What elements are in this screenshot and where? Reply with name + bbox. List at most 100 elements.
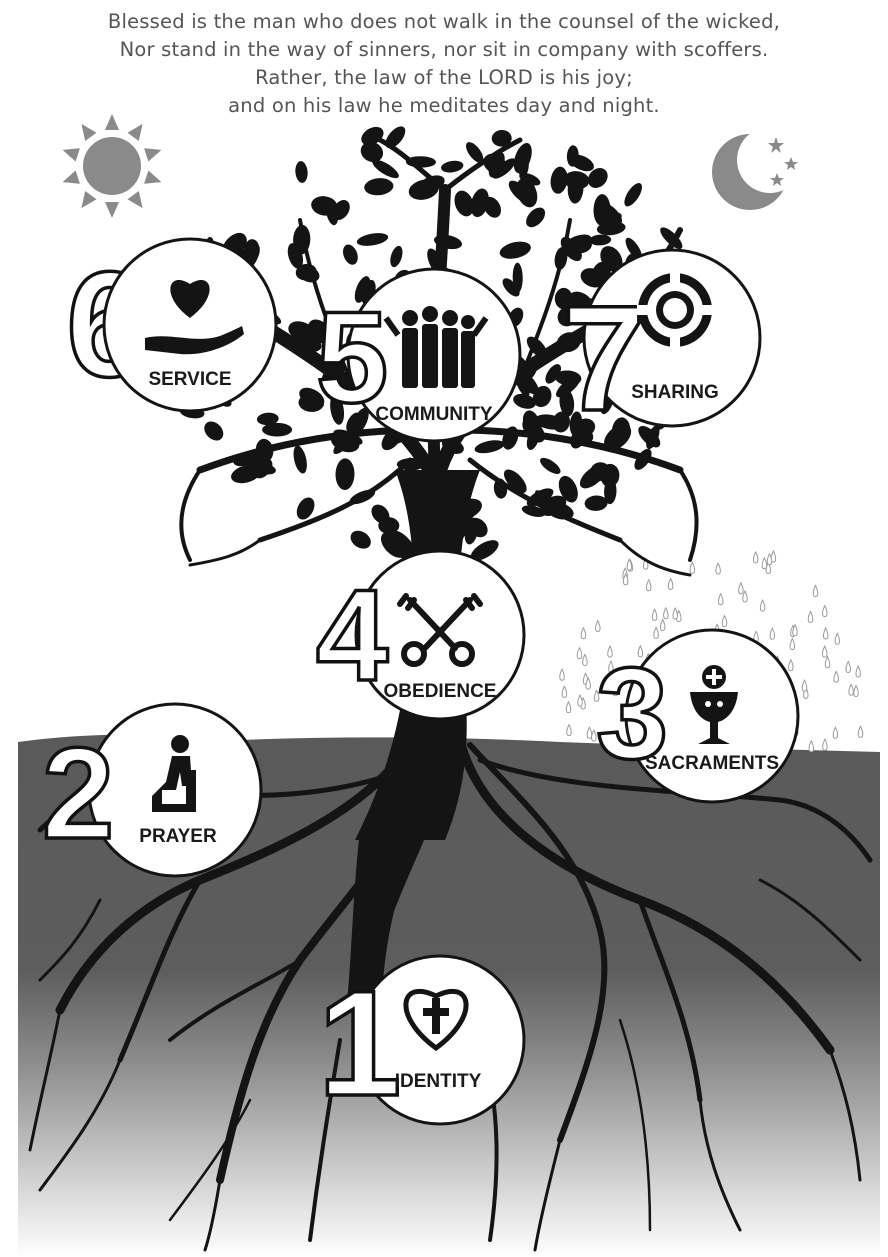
leaf — [346, 412, 362, 433]
raindrop — [822, 626, 829, 640]
raindrop — [821, 644, 828, 658]
leaf — [390, 245, 403, 268]
raindrop — [593, 689, 600, 702]
heart-cross-icon — [403, 988, 469, 1052]
raindrop — [580, 626, 587, 640]
leaf — [296, 497, 315, 520]
tap-root — [346, 830, 420, 1010]
raindrop — [591, 728, 597, 742]
leaf — [349, 489, 376, 505]
leaf — [354, 276, 371, 303]
leaf — [405, 156, 436, 168]
leaf — [499, 241, 531, 259]
verse-line-4: and on his law he meditates day and nigh… — [228, 94, 660, 117]
leaf — [451, 498, 482, 520]
raindrop — [663, 606, 669, 620]
step-7-sharing: 7 SHARING — [560, 248, 762, 444]
raindrop — [576, 646, 583, 660]
raindrop — [766, 552, 773, 566]
leaf — [335, 458, 355, 490]
step-number: 3 — [596, 640, 668, 786]
leaf — [604, 478, 617, 505]
leaf — [550, 166, 568, 194]
leaf — [450, 514, 469, 543]
sun-ray — [105, 202, 119, 218]
raindrop — [595, 619, 601, 633]
leaf — [587, 168, 608, 188]
leaf — [434, 234, 462, 250]
raindrop — [582, 653, 588, 667]
leaf — [624, 183, 642, 207]
leaf — [371, 504, 390, 524]
step-4-obedience: 4 OBEDIENCE — [314, 549, 526, 721]
leaf — [552, 411, 570, 433]
step-number: 4 — [316, 562, 388, 708]
leaf — [611, 417, 631, 445]
leaf — [579, 464, 607, 489]
raindrop — [608, 660, 614, 673]
heart-in-hand-icon — [145, 280, 244, 355]
leaf — [660, 227, 683, 250]
leaf — [364, 178, 394, 196]
leaf — [298, 266, 320, 283]
step-label: COMMUNITY — [375, 404, 492, 425]
leaf — [470, 188, 489, 218]
raindrop — [607, 734, 613, 748]
raindrop — [609, 676, 616, 690]
raindrop — [559, 668, 565, 681]
leaf — [554, 247, 568, 270]
raindrop — [651, 608, 658, 621]
raindrop — [738, 581, 744, 595]
raindrop — [653, 626, 659, 639]
raindrop — [759, 598, 766, 612]
leaf — [570, 425, 588, 449]
raindrop — [659, 618, 666, 632]
raindrop — [822, 604, 828, 618]
leaf — [598, 201, 623, 225]
leaf — [330, 430, 360, 453]
leaf — [293, 445, 307, 474]
leaf — [571, 239, 592, 254]
raindrop — [717, 592, 724, 606]
raindrop — [853, 684, 859, 698]
raindrop — [769, 627, 776, 640]
leaf — [535, 490, 559, 512]
leaf — [434, 470, 452, 500]
verse-line-3: Rather, the law of the LORD is his joy; — [255, 66, 633, 89]
leaf — [441, 160, 464, 173]
leaf — [307, 319, 331, 344]
leaf — [516, 178, 538, 208]
sun-ray — [144, 148, 162, 162]
leaf — [350, 530, 371, 549]
raindrop — [645, 578, 652, 592]
sun-ray — [127, 123, 143, 141]
leaf — [262, 422, 293, 437]
raindrop — [721, 614, 728, 628]
leaf — [513, 393, 536, 409]
sun-ray — [62, 148, 80, 162]
raindrop — [637, 644, 644, 658]
leaf — [343, 244, 358, 265]
raindrop — [622, 572, 629, 586]
raindrop — [742, 589, 748, 603]
leaf — [554, 287, 573, 310]
sun-ray — [81, 191, 97, 209]
leaf — [563, 171, 590, 190]
raindrop — [672, 606, 678, 620]
verse-line-1: Blessed is the man who does not walk in … — [107, 10, 781, 33]
raindrop — [585, 676, 591, 690]
crossed-keys-icon — [397, 593, 483, 667]
leaf — [408, 179, 439, 200]
raindrop — [566, 723, 572, 737]
leaf — [566, 145, 579, 167]
leaf — [372, 159, 399, 179]
raindrop — [822, 738, 828, 751]
leaf — [584, 495, 608, 511]
leaf — [299, 387, 325, 408]
step-3-sacraments: 3 SACRAMENTS — [594, 628, 800, 804]
leaf — [589, 234, 612, 246]
sun-ray — [127, 191, 143, 209]
raindrop — [834, 632, 841, 645]
leaf — [556, 332, 581, 353]
